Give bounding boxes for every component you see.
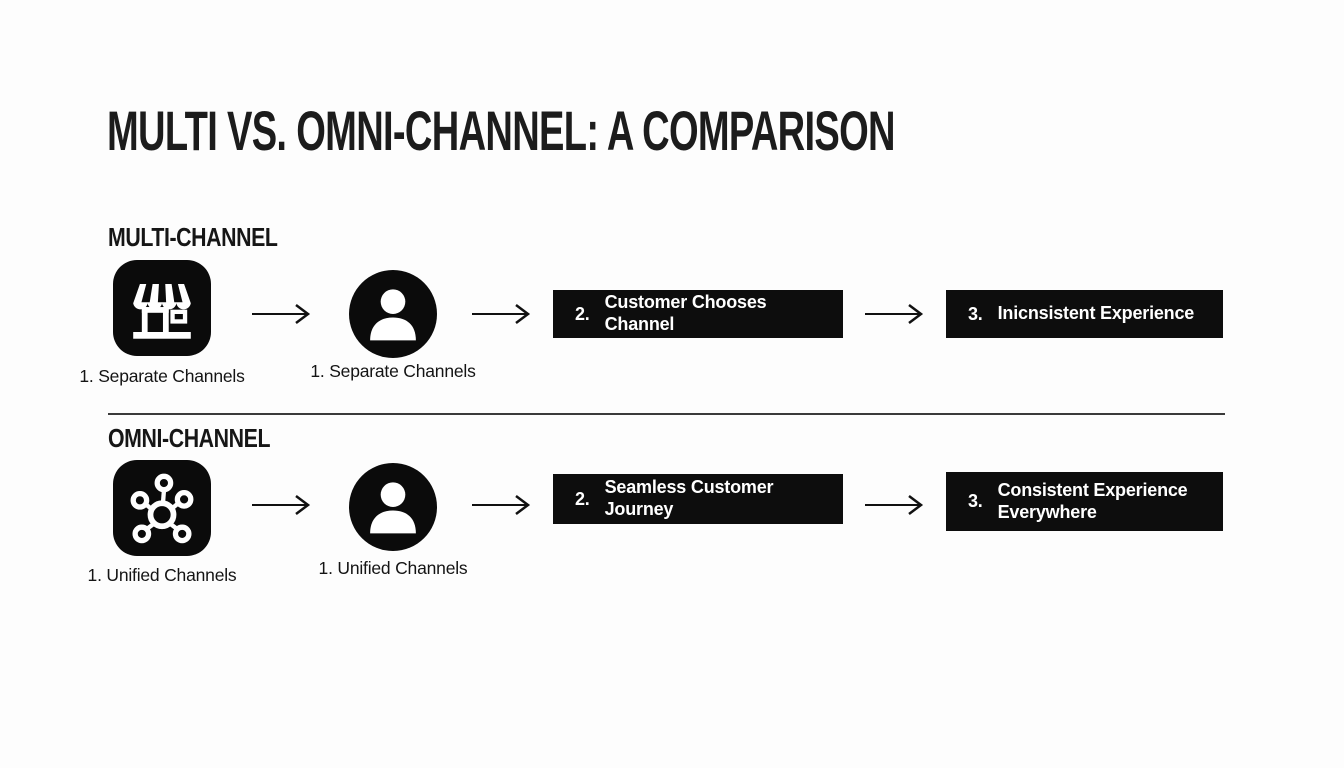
omni-step3-box: 3. Consistent Experience Everywhere bbox=[946, 472, 1223, 531]
customer-label: 1. Unified Channels bbox=[318, 558, 468, 578]
step-number: 2. bbox=[575, 303, 590, 324]
step-number: 3. bbox=[968, 491, 983, 511]
omni-step2-box: 2. Seamless Customer Journey bbox=[553, 474, 843, 524]
network-hub-icon-glyph bbox=[130, 473, 194, 544]
section-divider bbox=[108, 413, 1225, 415]
storefront-label: 1. Separate Channels bbox=[79, 366, 245, 386]
multi-step3-box: 3. Inicnsistent Experience bbox=[946, 290, 1223, 338]
omni-channel-heading: OMNI-CHANNEL bbox=[108, 423, 271, 453]
network-hub-icon bbox=[113, 460, 211, 556]
person-icon-glyph bbox=[370, 289, 416, 341]
flow-arrow-icon bbox=[471, 493, 535, 517]
storefront-icon bbox=[113, 260, 211, 356]
page-title: MULTI VS. OMNI-CHANNEL: A COMPARISON bbox=[107, 99, 896, 162]
multi-channel-heading: MULTI-CHANNEL bbox=[108, 222, 278, 252]
step-label: Customer Chooses Channel bbox=[604, 292, 767, 334]
customer-label: 1. Separate Channels bbox=[310, 361, 476, 381]
flow-arrow-icon bbox=[471, 302, 535, 326]
step-number: 2. bbox=[575, 488, 590, 509]
step-number: 3. bbox=[968, 303, 983, 324]
flow-arrow-icon bbox=[864, 493, 928, 517]
flow-arrow-icon bbox=[864, 302, 928, 326]
multi-step2-box: 2. Customer Chooses Channel bbox=[553, 290, 843, 338]
flow-arrow-icon bbox=[251, 302, 315, 326]
person-icon bbox=[349, 270, 437, 358]
step-label: Consistent Experience Everywhere bbox=[997, 479, 1188, 522]
flow-arrow-icon bbox=[251, 493, 315, 517]
person-icon-glyph bbox=[370, 482, 416, 534]
network-label: 1. Unified Channels bbox=[87, 565, 237, 585]
storefront-icon-glyph bbox=[133, 284, 191, 339]
step-label: Seamless Customer Journey bbox=[604, 477, 774, 519]
person-icon bbox=[349, 463, 437, 551]
step-label: Inicnsistent Experience bbox=[997, 303, 1195, 324]
